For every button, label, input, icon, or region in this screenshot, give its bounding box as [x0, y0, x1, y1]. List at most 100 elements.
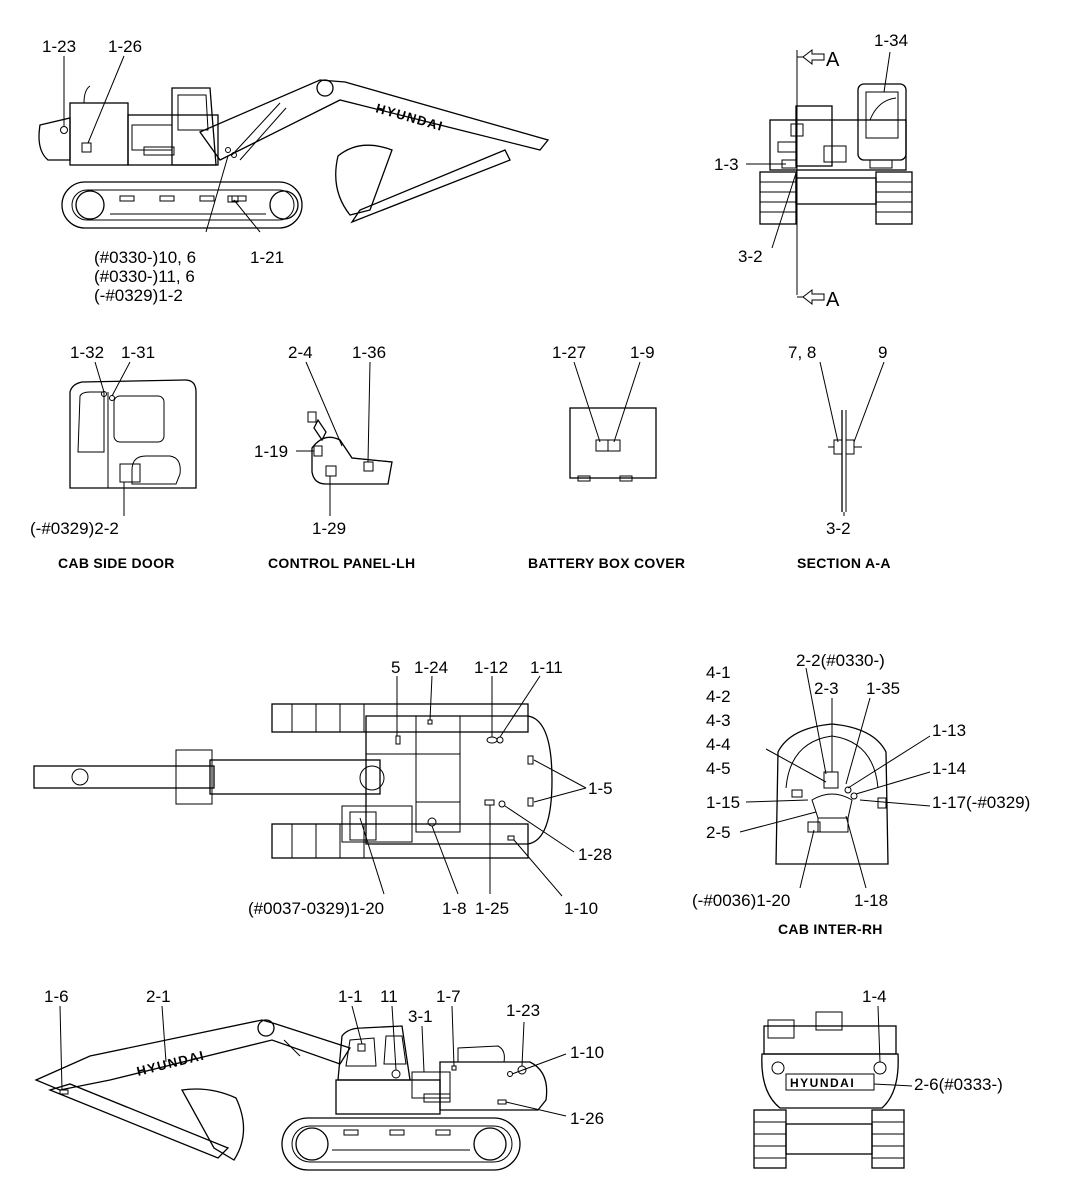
left-cab: [171, 87, 217, 166]
decal-1-5-marker-a: [527, 755, 534, 765]
label-rh-3-1: 3-1: [408, 1007, 433, 1026]
right-engine-hood: [439, 1061, 548, 1111]
label-left-1-2: (-#0329)1-2: [94, 286, 183, 305]
label-top-1-24: 1-24: [414, 658, 448, 677]
front-track-left: [759, 171, 797, 225]
label-top-1-11: 1-11: [530, 658, 563, 677]
decal-1-26-marker: [81, 142, 92, 153]
top-track-upper: [271, 703, 529, 733]
label-cp-1-19: 1-19: [254, 442, 288, 461]
left-arm: [350, 149, 511, 224]
top-arm: [33, 765, 215, 789]
decal-1-23-marker: [60, 126, 68, 134]
top-boom: [209, 759, 381, 795]
decal-1-19-marker: [313, 445, 323, 457]
label-rh-1-6: 1-6: [44, 987, 69, 1006]
rear-brand: HYUNDAI: [790, 1076, 855, 1090]
front-view: A A 1-34 1-3 3-2: [714, 31, 913, 311]
label-cab-1-13: 1-13: [932, 721, 966, 740]
caption-cab-inter-rh: CAB INTER-RH: [778, 921, 883, 937]
right-side-view: HYUNDAI 1-6 2-1 1-1 11 3-1 1-7 1-23 1-10…: [34, 987, 604, 1171]
label-cab-1-17: 1-17(-#0329): [932, 793, 1030, 812]
label-cab-1-20: (-#0036)1-20: [692, 891, 790, 910]
decal-1-10-marker: [507, 835, 515, 841]
right-boom: [34, 1019, 351, 1091]
label-rh-1-1: 1-1: [338, 987, 363, 1006]
label-top-1-25: 1-25: [475, 899, 509, 918]
decal-1-8-marker: [427, 817, 437, 827]
label-door-1-31: 1-31: [121, 343, 155, 362]
front-cab: [857, 83, 907, 161]
decal-1-21-marker: [227, 195, 239, 203]
right-track: [281, 1117, 521, 1171]
cab-door-outline: [69, 379, 197, 489]
control-panel-lh-view: 2-4 1-36 1-19 1-29 CONTROL PANEL-LH: [254, 343, 415, 571]
decal-5-marker: [395, 735, 401, 745]
label-rh-1-10: 1-10: [570, 1043, 604, 1062]
left-side-view: HYUNDAI 1-23 1-26 (#0330-)10, 6 (#0330-)…: [38, 37, 550, 305]
label-cab-1-35: 1-35: [866, 679, 900, 698]
label-sec-9: 9: [878, 343, 887, 362]
caption-section-a-a: SECTION A-A: [797, 555, 891, 571]
right-arm: [48, 1083, 230, 1159]
decal-1-5-marker-b: [527, 797, 534, 807]
label-left-10-6: (#0330-)10, 6: [94, 248, 196, 267]
top-view: 5 1-24 1-12 1-11 1-5 1-28 (#0037-0329)1-…: [33, 658, 613, 918]
label-cab-4-4: 4-4: [706, 735, 731, 754]
rear-track-left: [753, 1109, 787, 1169]
label-cp-1-29: 1-29: [312, 519, 346, 538]
decal-1-36-marker: [363, 461, 374, 472]
label-cab-4-2: 4-2: [706, 687, 731, 706]
battery-cover-outline: [569, 407, 657, 479]
label-left-11-6: (#0330-)11, 6: [94, 267, 195, 286]
left-boom: [199, 79, 550, 161]
label-rear-2-6: 2-6(#0333-): [914, 1075, 1003, 1094]
right-bucket: [180, 1088, 245, 1161]
label-left-1-21: 1-21: [250, 248, 284, 267]
label-rh-11: 11: [380, 987, 398, 1006]
label-top-1-28: 1-28: [578, 845, 612, 864]
left-engine-hood: [69, 102, 129, 166]
decal-9-marker: [845, 439, 855, 455]
label-rh-2-1: 2-1: [146, 987, 171, 1006]
label-front-1-34: 1-34: [874, 31, 908, 50]
front-track-right: [875, 171, 913, 225]
label-left-1-26: 1-26: [108, 37, 142, 56]
label-top-1-12: 1-12: [474, 658, 508, 677]
label-cab-1-14: 1-14: [932, 759, 966, 778]
label-cab-2-3: 2-3: [814, 679, 839, 698]
decal-1-25-marker: [484, 799, 495, 806]
label-cp-2-4: 2-4: [288, 343, 313, 362]
decal-1-7-marker: [451, 1065, 457, 1071]
top-upper-structure: [365, 715, 553, 845]
decal-2-3-marker: [823, 771, 839, 789]
left-boom-brand: HYUNDAI: [374, 100, 445, 134]
decal-11-marker: [391, 1069, 401, 1079]
label-top-1-8: 1-8: [442, 899, 467, 918]
cab-side-door-view: 1-32 1-31 (-#0329)2-2 CAB SIDE DOOR: [30, 343, 197, 571]
decal-1-11-marker: [496, 736, 504, 744]
cab-seat: [811, 793, 853, 819]
decal-7-8-marker: [833, 439, 843, 455]
left-counterweight: [38, 117, 71, 161]
label-cab-4-1: 4-1: [706, 663, 731, 682]
label-top-1-20: (#0037-0329)1-20: [248, 899, 384, 918]
decal-1-24-marker: [427, 719, 433, 725]
decal-1-28-marker: [498, 800, 506, 808]
caption-control-panel-lh: CONTROL PANEL-LH: [268, 555, 415, 571]
top-cab: [341, 805, 413, 843]
label-front-3-2: 3-2: [738, 247, 763, 266]
label-cp-1-36: 1-36: [352, 343, 386, 362]
rear-track-right: [871, 1109, 905, 1169]
caption-cab-side-door: CAB SIDE DOOR: [58, 555, 175, 571]
decal-1-1-marker: [357, 1043, 366, 1052]
cab-inter-rh-view: 4-1 4-2 4-3 4-4 4-5 2-2(#0330-) 2-3 1-35…: [692, 651, 1030, 937]
label-sec-3-2: 3-2: [826, 519, 851, 538]
label-top-1-5: 1-5: [588, 779, 613, 798]
label-top-5: 5: [391, 658, 400, 677]
decal-1-6-marker: [59, 1089, 69, 1095]
rear-view: HYUNDAI 1-4 2-6(#0333-): [753, 987, 1003, 1169]
label-cab-2-5: 2-5: [706, 823, 731, 842]
decal-1-4-marker: [873, 1061, 887, 1075]
